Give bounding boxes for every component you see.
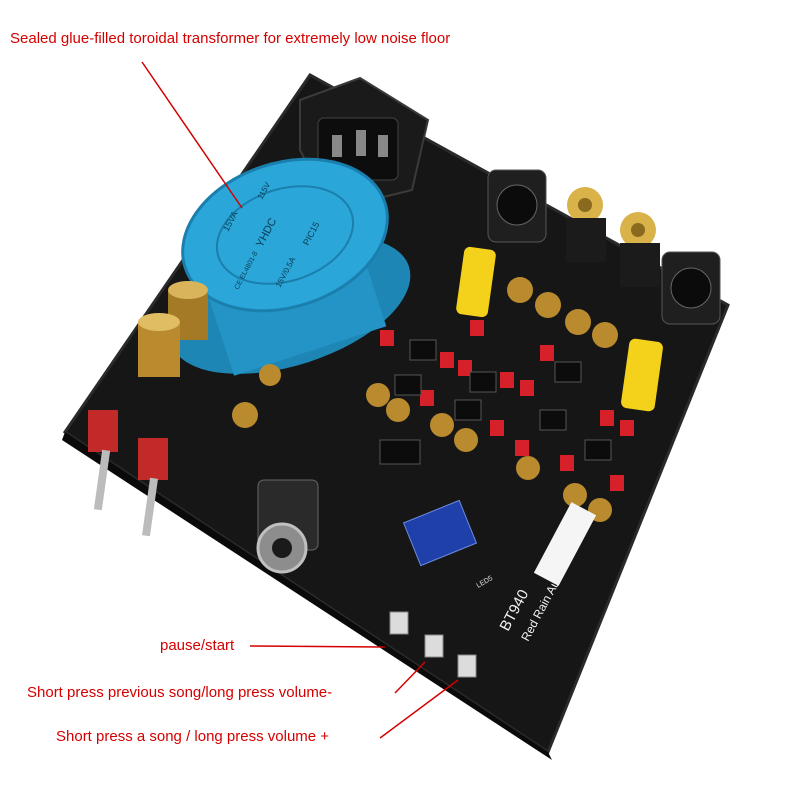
rca-jacks — [566, 187, 660, 287]
toggle-switches — [88, 410, 168, 537]
op-amp-chips — [379, 339, 612, 465]
callout-arrows — [141, 61, 459, 739]
next-callout: Short press a song / long press volume + — [56, 728, 330, 745]
xlr-connectors — [487, 169, 721, 325]
previous-callout: Short press previous song/long press vol… — [27, 684, 333, 701]
pause-arrow — [249, 645, 386, 648]
pause-callout: pause/start — [160, 637, 235, 654]
film-capacitors — [456, 246, 663, 412]
next-arrow — [379, 679, 459, 739]
pcb-board-edge — [62, 432, 552, 760]
barcode-label — [533, 502, 597, 586]
previous-arrow — [394, 661, 426, 694]
transformer-callout: Sealed glue-filled toroidal transformer … — [10, 30, 451, 47]
bluetooth-module — [402, 499, 478, 567]
bulk-capacitors — [138, 281, 208, 377]
headphone-jack — [256, 479, 319, 574]
red-components — [380, 320, 634, 491]
transformer-arrow — [141, 61, 243, 209]
push-buttons — [389, 611, 477, 678]
